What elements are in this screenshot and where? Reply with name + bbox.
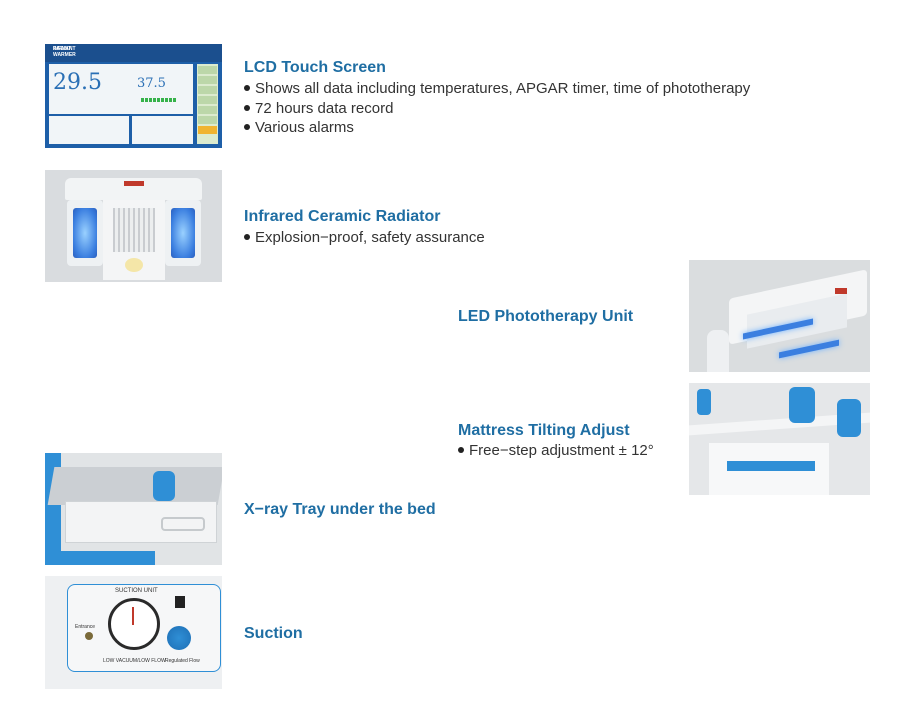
radiator-right-wing xyxy=(165,200,201,266)
suction-unit-label: SUCTION UNIT xyxy=(115,588,158,594)
mattress-bracket-middle xyxy=(789,387,815,423)
xray-drawer xyxy=(65,501,217,543)
suction-low-vacuum-label: LOW VACUUM/LOW FLOW xyxy=(103,658,166,664)
ceramic-grid xyxy=(113,208,155,252)
mattress-bullets: Free−step adjustment ± 12° xyxy=(458,441,654,461)
radiator-center xyxy=(103,200,165,280)
radiator-left-wing xyxy=(67,200,103,266)
led-light-strip-2 xyxy=(779,339,839,359)
suction-regulated-label: Regulated Flow xyxy=(165,658,200,664)
lcd-bullet-3: Various alarms xyxy=(244,118,750,138)
led-arm xyxy=(707,330,729,372)
radiator-lamp xyxy=(125,258,143,272)
lcd-temperature-readout: 29.5 xyxy=(53,70,102,95)
xray-tray-image xyxy=(45,453,222,565)
mattress-title: Mattress Tilting Adjust xyxy=(458,422,630,439)
suction-unit-image: SUCTION UNIT Entrance LOW VACUUM/LOW FLO… xyxy=(45,576,222,689)
lcd-title: LCD Touch Screen xyxy=(244,59,386,76)
radiator-display xyxy=(124,181,144,186)
xray-blue-bracket xyxy=(153,471,175,501)
suction-title: Suction xyxy=(244,625,303,642)
mattress-bracket-left xyxy=(697,389,711,415)
lcd-apgar-panel xyxy=(132,116,193,144)
mattress-blue-trim xyxy=(727,461,815,471)
xray-blue-base xyxy=(45,551,155,565)
suction-power-switch xyxy=(175,596,185,608)
lcd-bullets: Shows all data including temperatures, A… xyxy=(244,79,750,138)
lcd-level-bar xyxy=(141,98,177,102)
mattress-bracket-right xyxy=(837,399,861,437)
lcd-temperature-panel: 29.5 37.5 xyxy=(49,64,193,114)
xray-title: X−ray Tray under the bed xyxy=(244,501,436,518)
led-title: LED Phototherapy Unit xyxy=(458,308,634,325)
lcd-bullet-2: 72 hours data record xyxy=(244,99,750,119)
led-phototherapy-image xyxy=(689,260,870,372)
radiator-image xyxy=(45,170,222,282)
lcd-side-menu xyxy=(197,64,218,144)
radiator-bullet-1: Explosion−proof, safety assurance xyxy=(244,228,485,248)
radiator-bullets: Explosion−proof, safety assurance xyxy=(244,228,485,248)
lcd-setting-readout: 37.5 xyxy=(137,76,166,91)
radiator-head xyxy=(65,178,202,200)
lcd-graph xyxy=(49,116,129,144)
led-indicator xyxy=(835,288,847,294)
suction-entrance-port xyxy=(85,632,93,640)
radiator-title: Infrared Ceramic Radiator xyxy=(244,208,441,225)
lcd-bullet-1: Shows all data including temperatures, A… xyxy=(244,79,750,99)
suction-flow-knob xyxy=(167,626,191,650)
xray-bed-top xyxy=(47,467,222,505)
suction-entrance-label: Entrance xyxy=(75,624,96,630)
suction-gauge xyxy=(108,598,160,650)
xray-drawer-handle xyxy=(161,517,205,531)
mattress-tilt-image xyxy=(689,383,870,495)
mattress-bullet-1: Free−step adjustment ± 12° xyxy=(458,441,654,461)
